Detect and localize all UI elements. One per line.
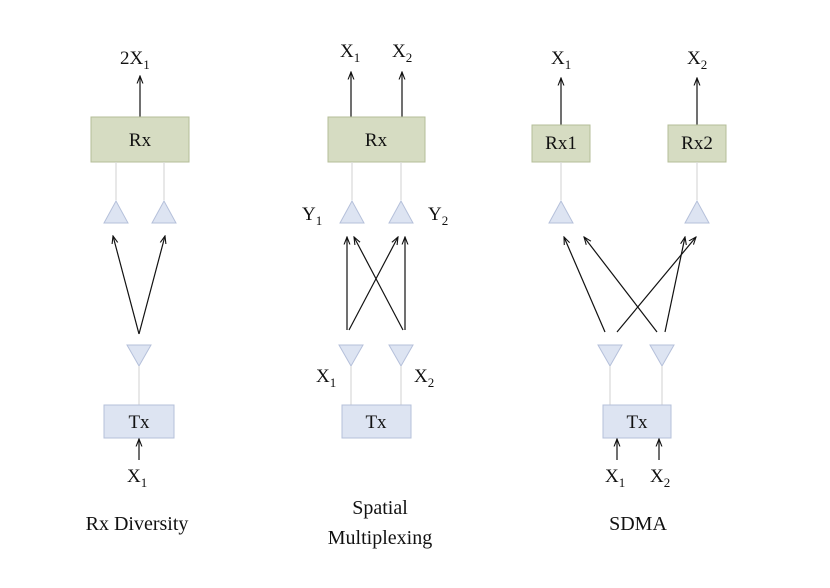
rx2-box-label: Rx2	[681, 133, 713, 154]
signal-arrow-2	[348, 237, 398, 331]
signal-arrow-2	[616, 237, 696, 333]
rx1-antenna	[548, 199, 574, 224]
signal-arrow-4	[664, 237, 685, 333]
rx1-box-label: Rx1	[545, 133, 577, 154]
tx-box-label: Tx	[365, 412, 387, 433]
tx-box	[103, 404, 175, 439]
rx2-antenna	[684, 199, 710, 224]
sm-x1-label: X1	[316, 366, 336, 390]
tx-antenna-2	[649, 344, 675, 368]
signal-arrow-3	[584, 237, 658, 333]
tx-box	[341, 404, 412, 439]
rx-box-label: Rx	[129, 130, 152, 151]
signal-arrow-1	[113, 236, 140, 335]
sm-output-label-2: X2	[392, 41, 412, 65]
rx-diversity-panel: 2X1 Rx Tx X1 Rx Diversity	[86, 48, 190, 535]
rx-diversity-output-label: 2X1	[120, 48, 150, 72]
rx-antenna-1	[103, 199, 129, 224]
rx-antenna-2	[388, 199, 414, 224]
rx-antenna-2	[151, 199, 177, 224]
tx-antenna-1	[597, 344, 623, 368]
sm-y1-label: Y1	[302, 204, 322, 228]
sm-x2-label: X2	[414, 366, 434, 390]
tx-box-label: Tx	[128, 412, 150, 433]
sdma-output-label-2: X2	[687, 48, 707, 72]
sdma-panel: X1 X2 Rx1 Rx2 Tx X1 X2 SDMA	[531, 48, 727, 535]
tx-box	[602, 404, 672, 439]
rx-diversity-input-label: X1	[127, 466, 147, 490]
sdma-input-label-2: X2	[650, 466, 670, 490]
signal-arrow-3	[354, 237, 404, 331]
tx-antenna-1	[338, 344, 364, 368]
sm-y2-label: Y2	[428, 204, 448, 228]
sdma-caption: SDMA	[609, 513, 667, 535]
spatial-multiplexing-panel: X1 X2 Rx Y1 Y2 X1 X2 Tx Spatial Multiple…	[302, 41, 448, 549]
rx-box-label: Rx	[365, 130, 388, 151]
tx-antenna	[126, 344, 152, 368]
tx-antenna-2	[388, 344, 414, 368]
sdma-output-label-1: X1	[551, 48, 571, 72]
signal-arrow-1	[564, 237, 606, 333]
tx-box-label: Tx	[626, 412, 648, 433]
sdma-input-label-1: X1	[605, 466, 625, 490]
rx-diversity-caption: Rx Diversity	[86, 513, 189, 535]
sm-caption-line-1: Spatial	[352, 497, 408, 519]
signal-arrow-2	[138, 236, 165, 335]
sm-caption-line-2: Multiplexing	[328, 527, 432, 549]
rx-antenna-1	[339, 199, 365, 224]
rx-box	[327, 116, 426, 163]
rx-box	[90, 116, 190, 163]
sm-output-label-1: X1	[340, 41, 360, 65]
